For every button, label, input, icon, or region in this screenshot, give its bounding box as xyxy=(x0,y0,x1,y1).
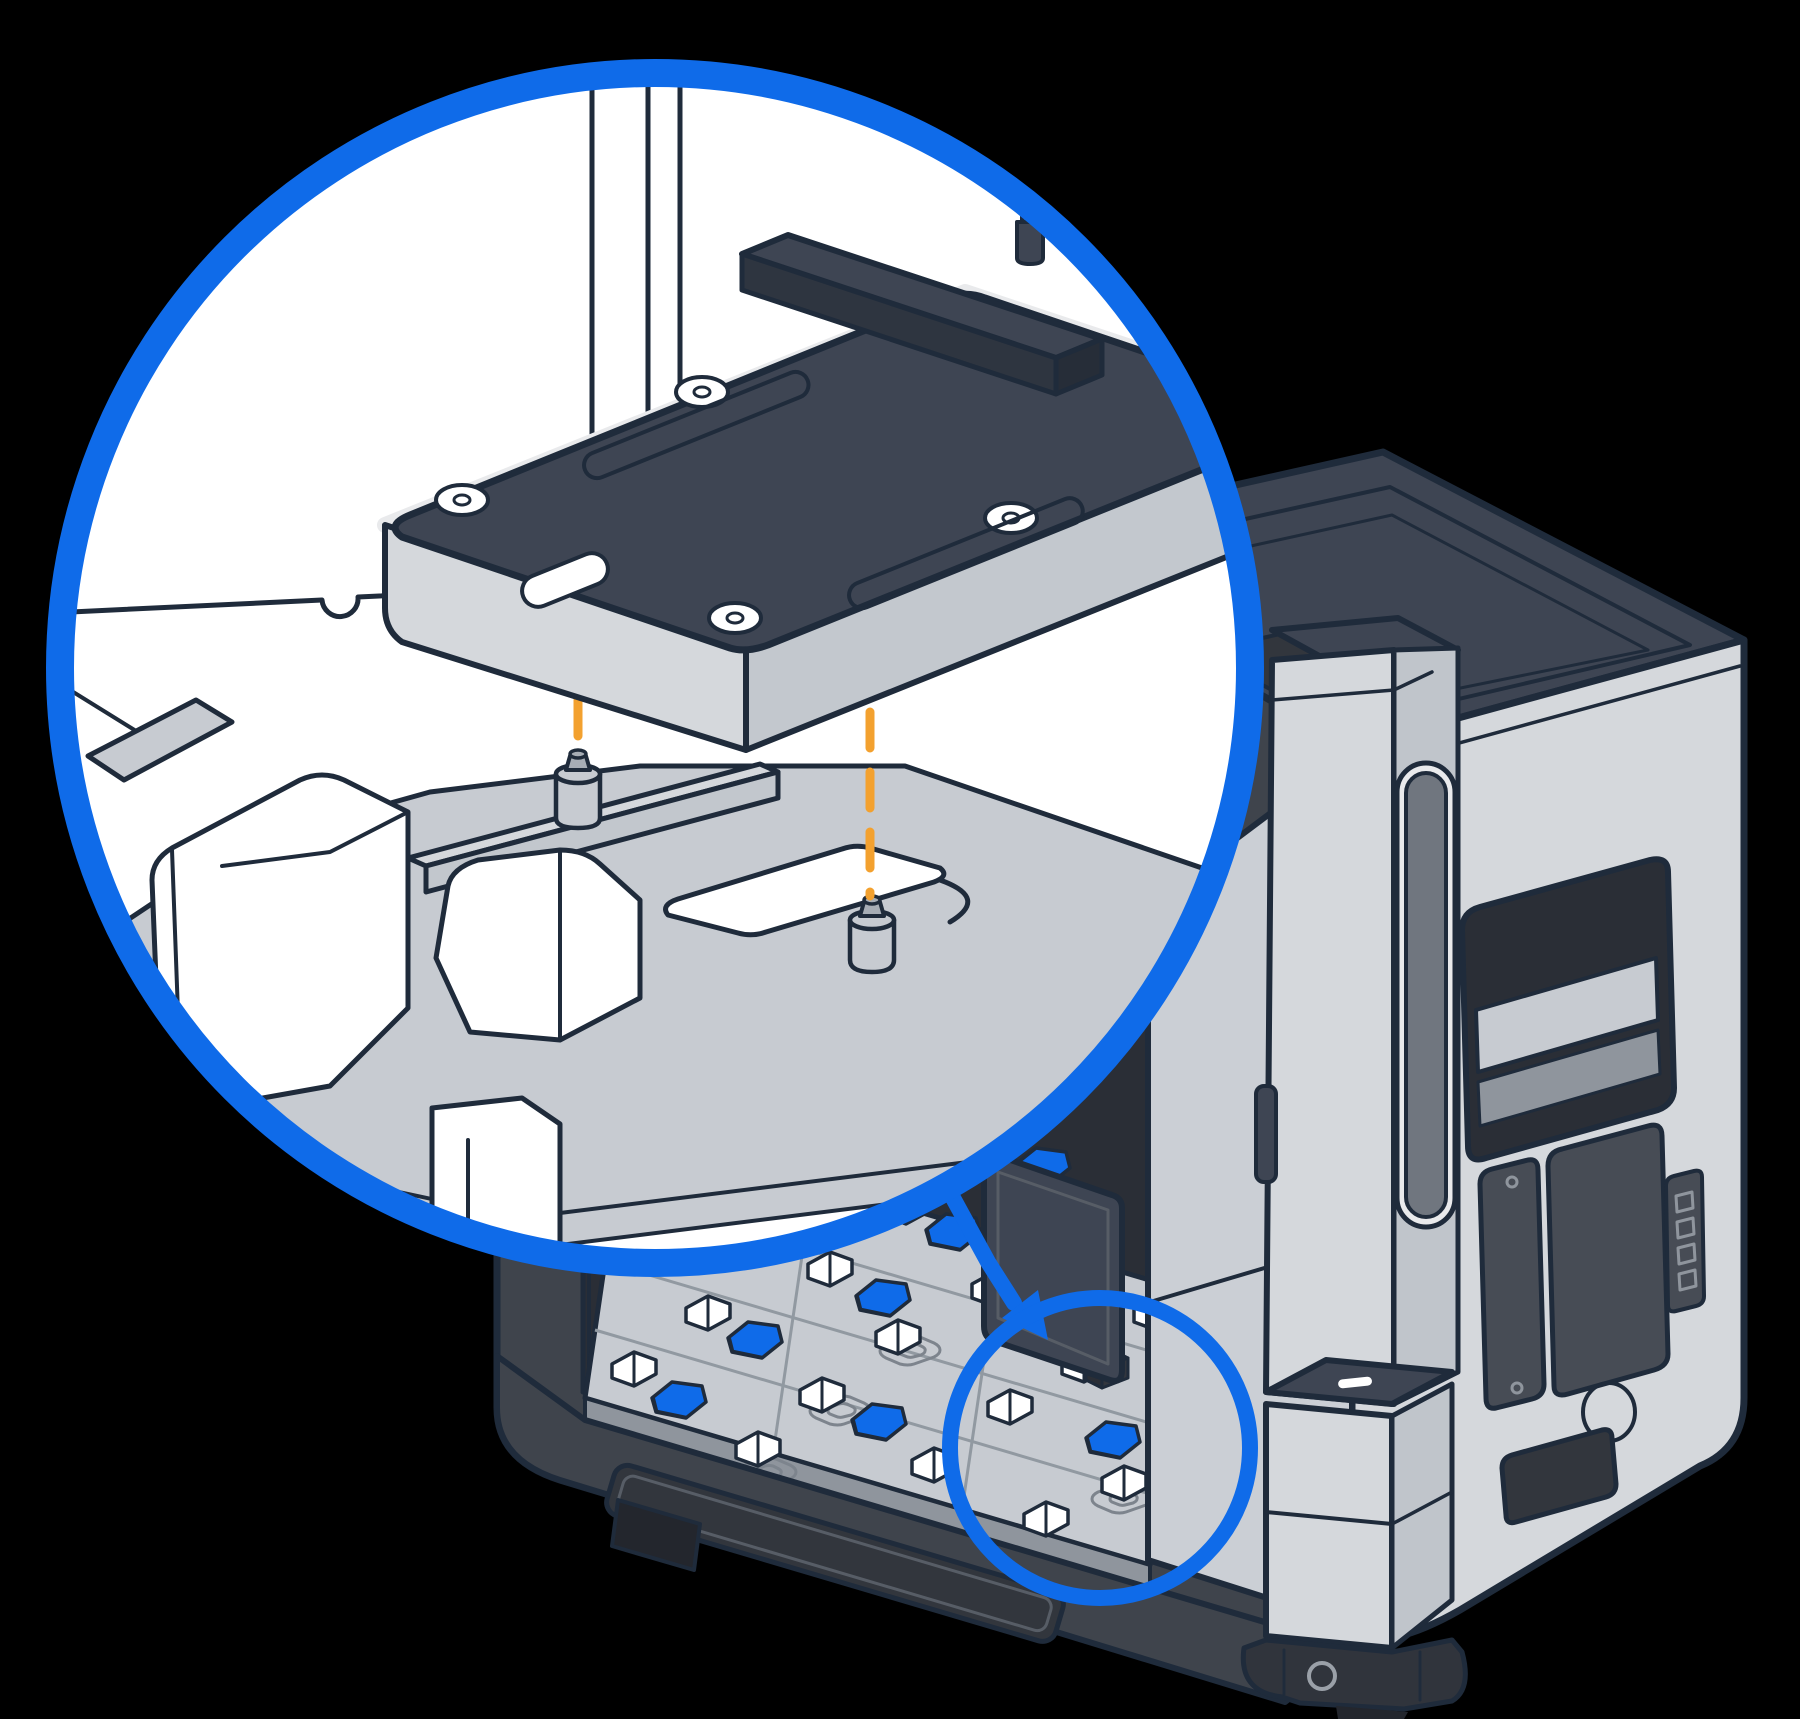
module-plate xyxy=(377,197,1237,753)
vent-screw xyxy=(1510,1381,1524,1395)
back-plate-wedge xyxy=(85,697,235,783)
instrument-foot xyxy=(610,1498,702,1572)
tower-window xyxy=(1394,760,1458,1230)
module-oval-cutout xyxy=(520,551,610,609)
magnifier-ring xyxy=(46,59,1264,1277)
foot-screw xyxy=(1307,1661,1337,1691)
front-handle-recess[interactable] xyxy=(603,1462,1066,1645)
white-clips xyxy=(149,772,643,1250)
front-base-band xyxy=(494,1353,1355,1705)
deck-adapter-plate xyxy=(73,748,1237,1250)
alignment-guides xyxy=(573,695,875,901)
side-bottom-slot xyxy=(1499,1427,1619,1526)
module-slots xyxy=(582,369,1085,611)
tower-status-led xyxy=(1338,1376,1372,1389)
gantry-rails xyxy=(589,86,683,445)
vent-screw xyxy=(1505,1175,1519,1189)
tower-foot xyxy=(1240,1637,1468,1719)
shelf xyxy=(1474,956,1660,1074)
tower-side-clip xyxy=(1254,1084,1278,1184)
detail-circle xyxy=(46,59,1264,1277)
vent-panels xyxy=(1477,1122,1671,1411)
led-strip xyxy=(1664,1168,1706,1314)
side-window xyxy=(1459,856,1677,1163)
detail-target-circle xyxy=(942,1290,1258,1606)
alignment-pin-left xyxy=(553,748,603,831)
pipette-tower xyxy=(1240,615,1468,1719)
mounting-bracket xyxy=(739,232,1105,397)
